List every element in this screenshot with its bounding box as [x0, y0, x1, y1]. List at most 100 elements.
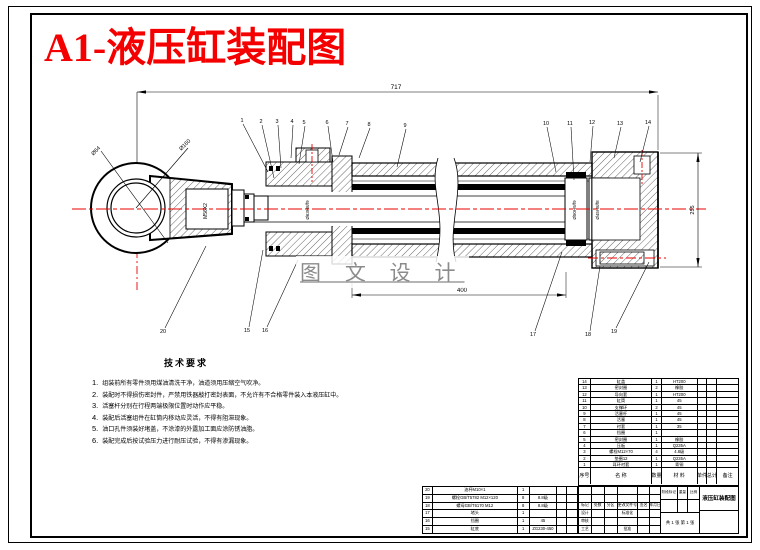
- standardization-label: 标准化: [618, 510, 639, 518]
- bom-cell: 支撑环: [591, 404, 653, 410]
- sheet-count: 共 1 张 第 1 张: [665, 520, 695, 526]
- callout-11: 11: [567, 121, 573, 127]
- rod-end-steps: [231, 189, 269, 227]
- bom-cell: 耳环衬套: [591, 462, 653, 468]
- tech-item: 2.装配时不得损伤密封件，严禁用铁器敲打密封表面，不允许有不合格零件装入本液压缸…: [92, 389, 343, 399]
- axis-centerline: [72, 144, 706, 259]
- bom-cell: 橡胶: [662, 436, 698, 442]
- bom-cell: [717, 443, 738, 448]
- tech-item: 3.活塞杆分别在行程两端极限位置时动作应平稳。: [92, 401, 229, 410]
- bom-cell: [567, 503, 577, 510]
- bom-cell: [557, 510, 568, 518]
- bom-cell: 19: [423, 494, 433, 502]
- callout-leaders: [164, 123, 650, 332]
- bom-cell: 45: [530, 518, 558, 525]
- label-thread: M56X2: [203, 203, 209, 219]
- bom-cell: 密封圈: [591, 436, 653, 442]
- sheet-inner-frame: [30, 13, 748, 538]
- bom-cell: 13: [579, 385, 591, 391]
- callout-2: 2: [259, 119, 262, 125]
- bom-cell: [717, 379, 738, 384]
- bom-cell: Q235A: [662, 455, 698, 462]
- callout-15: 15: [244, 328, 250, 334]
- dim-cap-height: 255: [690, 205, 696, 214]
- bom-cell: 4.8级: [662, 449, 698, 455]
- bom-cell: 1: [652, 442, 662, 449]
- bom-cell: 8.8级: [530, 502, 558, 510]
- callout-20: 20: [160, 329, 166, 335]
- label-piston-fit-a: Ø50H9/f9: [572, 200, 577, 220]
- bom-cell: 6: [579, 430, 591, 436]
- tube-break: [435, 158, 458, 262]
- approve-label: 批准: [618, 526, 639, 533]
- title-block: 标记 处数 分区 更改文件号 签名 年月日 设计 标准化 审核 工艺 批准: [578, 486, 739, 534]
- bom-cell: [557, 518, 568, 525]
- bom-cell: HT200: [662, 391, 698, 398]
- bom-cell: 1: [652, 436, 662, 442]
- callout-6: 6: [325, 120, 328, 126]
- callout-4: 4: [290, 119, 293, 125]
- bom-cell: [717, 411, 738, 416]
- callout-17: 17: [530, 332, 536, 338]
- bom-cell: 15: [423, 525, 433, 533]
- bom-cell: [698, 455, 708, 462]
- bom-cell: [698, 410, 708, 417]
- header-weight-total: 总计: [707, 468, 718, 485]
- callout-10: 10: [543, 121, 549, 127]
- bom-cell: [707, 442, 718, 449]
- header-qty: 数量: [652, 468, 662, 485]
- bom-cell: [698, 462, 708, 468]
- cylinder-tube: [254, 157, 593, 263]
- revision-header-row: 标记 处数 分区 更改文件号 签名 年月日: [579, 502, 660, 511]
- header-remarks: 备注: [722, 473, 733, 480]
- bom-cell: 青铜: [662, 462, 698, 468]
- bom-cell: [707, 462, 718, 468]
- bom-cell: [717, 417, 738, 422]
- bom-cell: 螺栓GB/T5782 M12×120: [433, 494, 518, 502]
- title-block-name-zone: 液压缸装配图: [700, 487, 738, 533]
- dim-overall: 717: [391, 84, 402, 91]
- dimensions: 717 255 400 Ø64 Ø160 M56X2 Ø63H8/f9 Ø50H…: [90, 84, 702, 298]
- bom-cell: 1: [652, 462, 662, 468]
- bom-cell: [717, 437, 738, 442]
- bom-cell: [707, 449, 718, 455]
- callout-1: 1: [240, 118, 243, 124]
- header-material: 材 料: [662, 468, 698, 485]
- title-block-scale-zone: 阶段标记 重量 比例 共 1 张 第 1 张: [661, 487, 700, 533]
- bom-cell: 缸底: [433, 525, 518, 533]
- end-cap: [591, 151, 659, 269]
- bom-cell: 1: [652, 391, 662, 398]
- bom-cell: [698, 417, 708, 423]
- bom-cell: [698, 379, 708, 385]
- bom-cell: 2: [652, 385, 662, 391]
- bom-cell: 45: [662, 398, 698, 404]
- bom-cell: 35: [662, 423, 698, 430]
- callout-7: 7: [345, 121, 348, 127]
- bom-cell: 活塞杆: [591, 410, 653, 417]
- gland-head: [265, 147, 353, 265]
- parts-list-header: 序号 名 称 数量 材 料 单件 总计 备注: [579, 468, 738, 485]
- bom-cell: 堵头: [433, 510, 518, 518]
- checker-label: 审核: [579, 518, 592, 526]
- bom-cell: [557, 494, 568, 502]
- scale-label: 比例: [690, 490, 698, 495]
- bom-cell: 17: [423, 510, 433, 518]
- bom-cell: 8: [518, 502, 530, 510]
- weight-label: 重量: [678, 487, 689, 500]
- bom-cell: 1: [652, 423, 662, 430]
- bom-cell: 14: [579, 379, 591, 385]
- bom-cell: [530, 510, 558, 518]
- bom-cell: [707, 385, 718, 391]
- callout-9: 9: [403, 123, 406, 129]
- bom-cell: ZG230-450: [530, 525, 558, 533]
- bom-cell: [717, 424, 738, 429]
- bom-cell: [717, 449, 738, 454]
